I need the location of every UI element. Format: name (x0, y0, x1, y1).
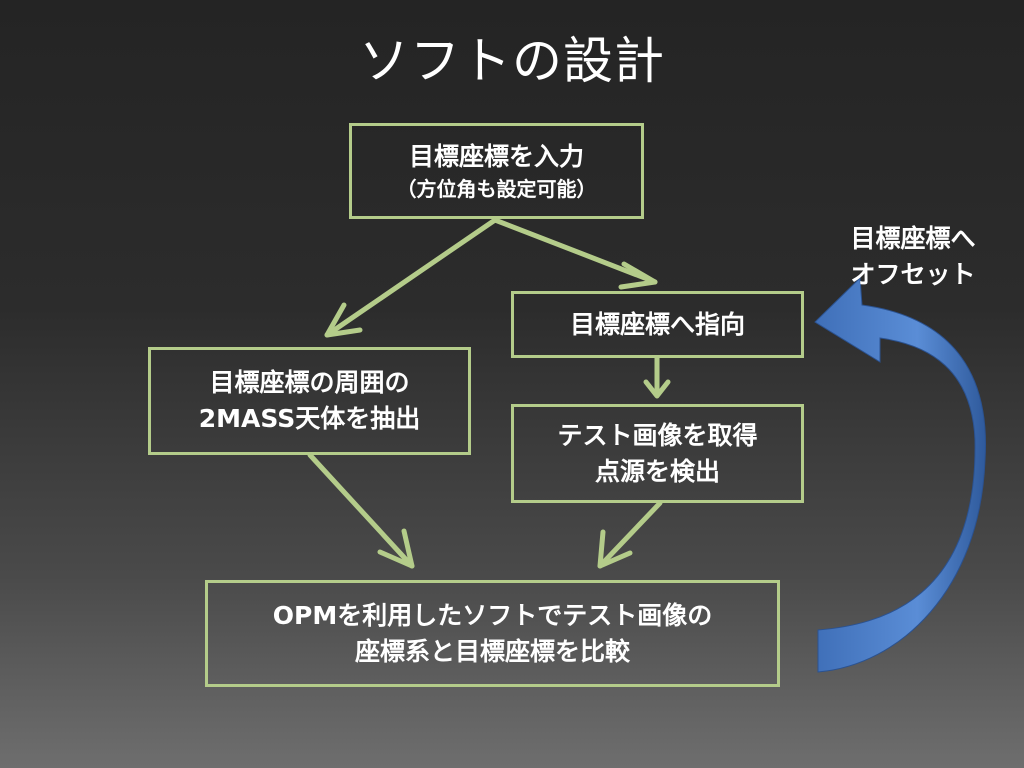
step-input-line1: 目標座標を入力 (408, 142, 584, 171)
step-compare-line2: 座標系と目標座標を比較 (354, 636, 630, 666)
step-compare-coordinates: OPMを利用したソフトでテスト画像の 座標系と目標座標を比較 (205, 580, 780, 687)
arrow-input-to-extract (324, 217, 498, 338)
arrow-test-to-compare (597, 500, 663, 569)
step-point-to-target: 目標座標へ指向 (511, 291, 804, 358)
step-point-line1: 目標座標へ指向 (569, 309, 745, 339)
offset-label-line2: オフセット (850, 260, 976, 289)
step-acquire-test-image: テスト画像を取得 点源を検出 (511, 404, 804, 503)
curved-feedback-arrow (814, 276, 986, 673)
step-extract-line1: 目標座標の周囲の (209, 368, 410, 397)
step-extract-line2: 2MASS天体を抽出 (198, 404, 421, 433)
step-extract-2mass-objects: 目標座標の周囲の 2MASS天体を抽出 (148, 347, 471, 455)
step-input-target-coordinates: 目標座標を入力 （方位角も設定可能） (349, 123, 644, 219)
offset-label-line1: 目標座標へ (850, 224, 976, 253)
step-input-line2: （方位角も設定可能） (396, 177, 597, 201)
step-compare-line1: OPMを利用したソフトでテスト画像の (272, 600, 713, 630)
arrow-point-to-test (643, 355, 671, 399)
arrow-input-to-point (492, 217, 658, 290)
slide-title: ソフトの設計 (359, 32, 665, 90)
offset-label: 目標座標へ オフセット (818, 221, 1008, 293)
arrow-extract-to-compare (307, 452, 415, 569)
step-test-line1: テスト画像を取得 (557, 420, 758, 450)
step-test-line2: 点源を検出 (594, 456, 720, 486)
